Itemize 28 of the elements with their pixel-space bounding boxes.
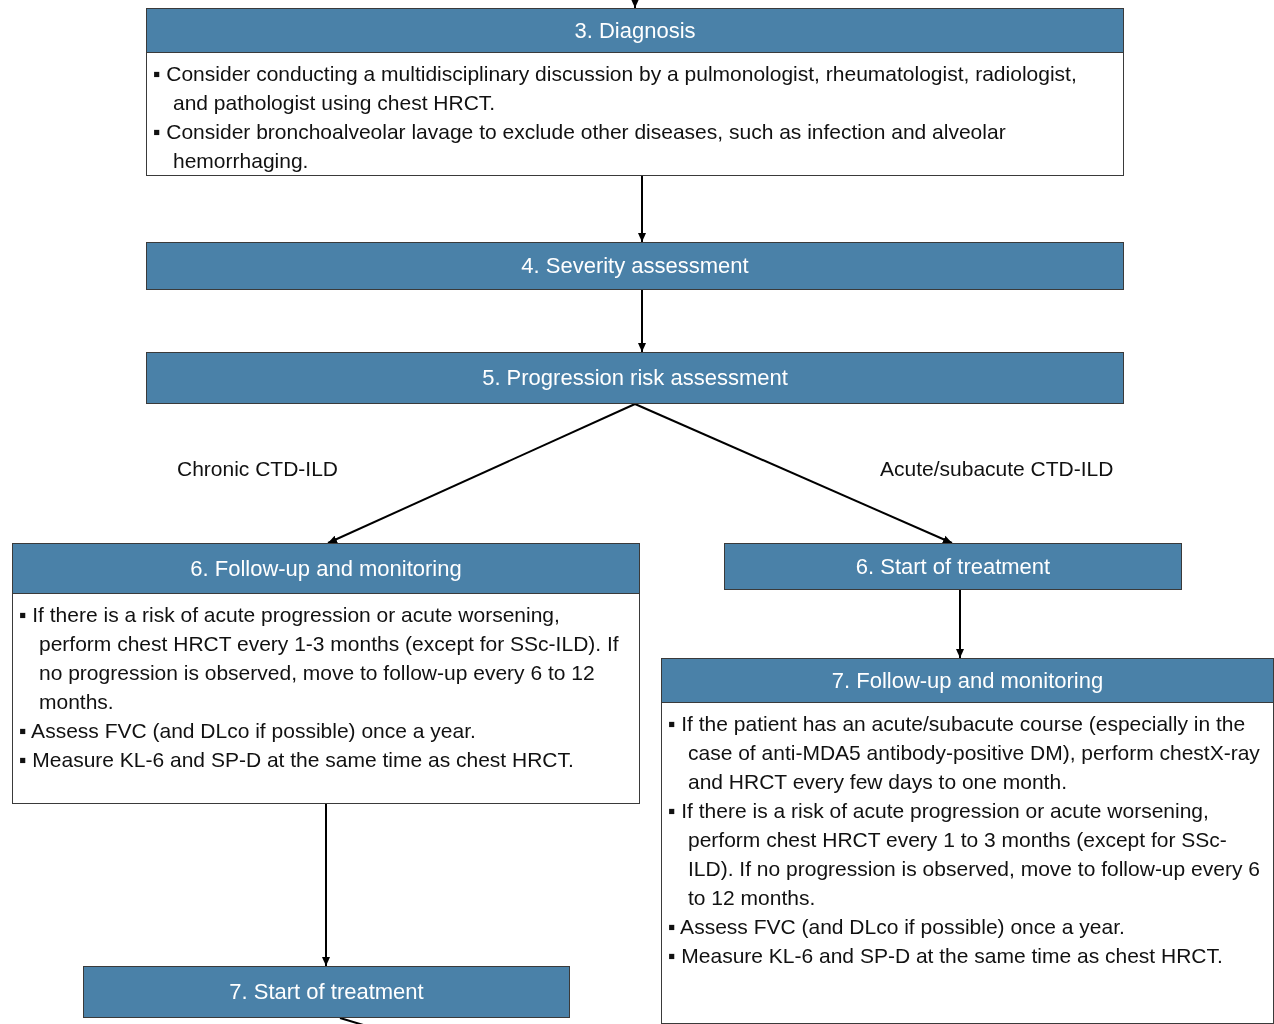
bullet-text: ▪ Assess FVC (and DLco if possible) once a year. <box>19 718 477 744</box>
bullet-text: ▪ If the patient has an acute/subacute course (especially in the case of anti-MDA5 antibody-positive DM), perform chestX-ray and HRCT every few days to one month. <box>668 711 1261 795</box>
step-header: 6. Start of treatment <box>725 544 1181 589</box>
arrow <box>322 803 330 967</box>
bullet-text: ▪ Measure KL-6 and SP-D at the same time as chest HRCT. <box>668 943 1224 969</box>
bullet-text: ▪ Assess FVC (and DLco if possible) once a year. <box>668 914 1126 940</box>
arrow <box>631 0 639 9</box>
arrow <box>634 403 953 544</box>
step-header: 5. Progression risk assessment <box>147 353 1123 403</box>
bullet-text: ▪ If there is a risk of acute progression or acute worsening, perform chest HRCT every 1 to 3 months (except for SSc-ILD). If no progression is observed, move to follow-up every 6 to 12 months. <box>668 798 1261 911</box>
arrow <box>638 289 646 353</box>
step-header: 7. Follow-up and monitoring <box>662 659 1273 703</box>
bullet-text: ▪ Consider bronchoalveolar lavage to exclude other diseases, such as infection and alveolar hemorrhaging. <box>153 119 1007 174</box>
step-box <box>12 543 640 804</box>
edge-label: Chronic CTD-ILD <box>177 457 339 481</box>
arrow <box>638 175 646 243</box>
edge-label: Acute/subacute CTD-ILD <box>880 457 1114 481</box>
step-header: 7. Start of treatment <box>84 967 569 1017</box>
step-header: 4. Severity assessment <box>147 243 1123 289</box>
arrow <box>327 403 636 544</box>
step-header: 6. Follow-up and monitoring <box>13 544 639 594</box>
step-header: 3. Diagnosis <box>147 9 1123 53</box>
step-box <box>661 658 1274 1024</box>
arrow <box>956 589 964 659</box>
bullet-text: ▪ Measure KL-6 and SP-D at the same time as chest HRCT. <box>19 747 575 773</box>
step-box <box>146 8 1124 176</box>
bullet-text: ▪ If there is a risk of acute progression or acute worsening, perform chest HRCT every 1-3 months (except for SSc-ILD). If no progression is observed, move to follow-up every 6 to 12 months. <box>19 602 620 715</box>
bullet-text: ▪ Consider conducting a multidisciplinary discussion by a pulmonologist, rheumatologist, radiologist, and pathologist using chest HRCT. <box>153 61 1078 116</box>
